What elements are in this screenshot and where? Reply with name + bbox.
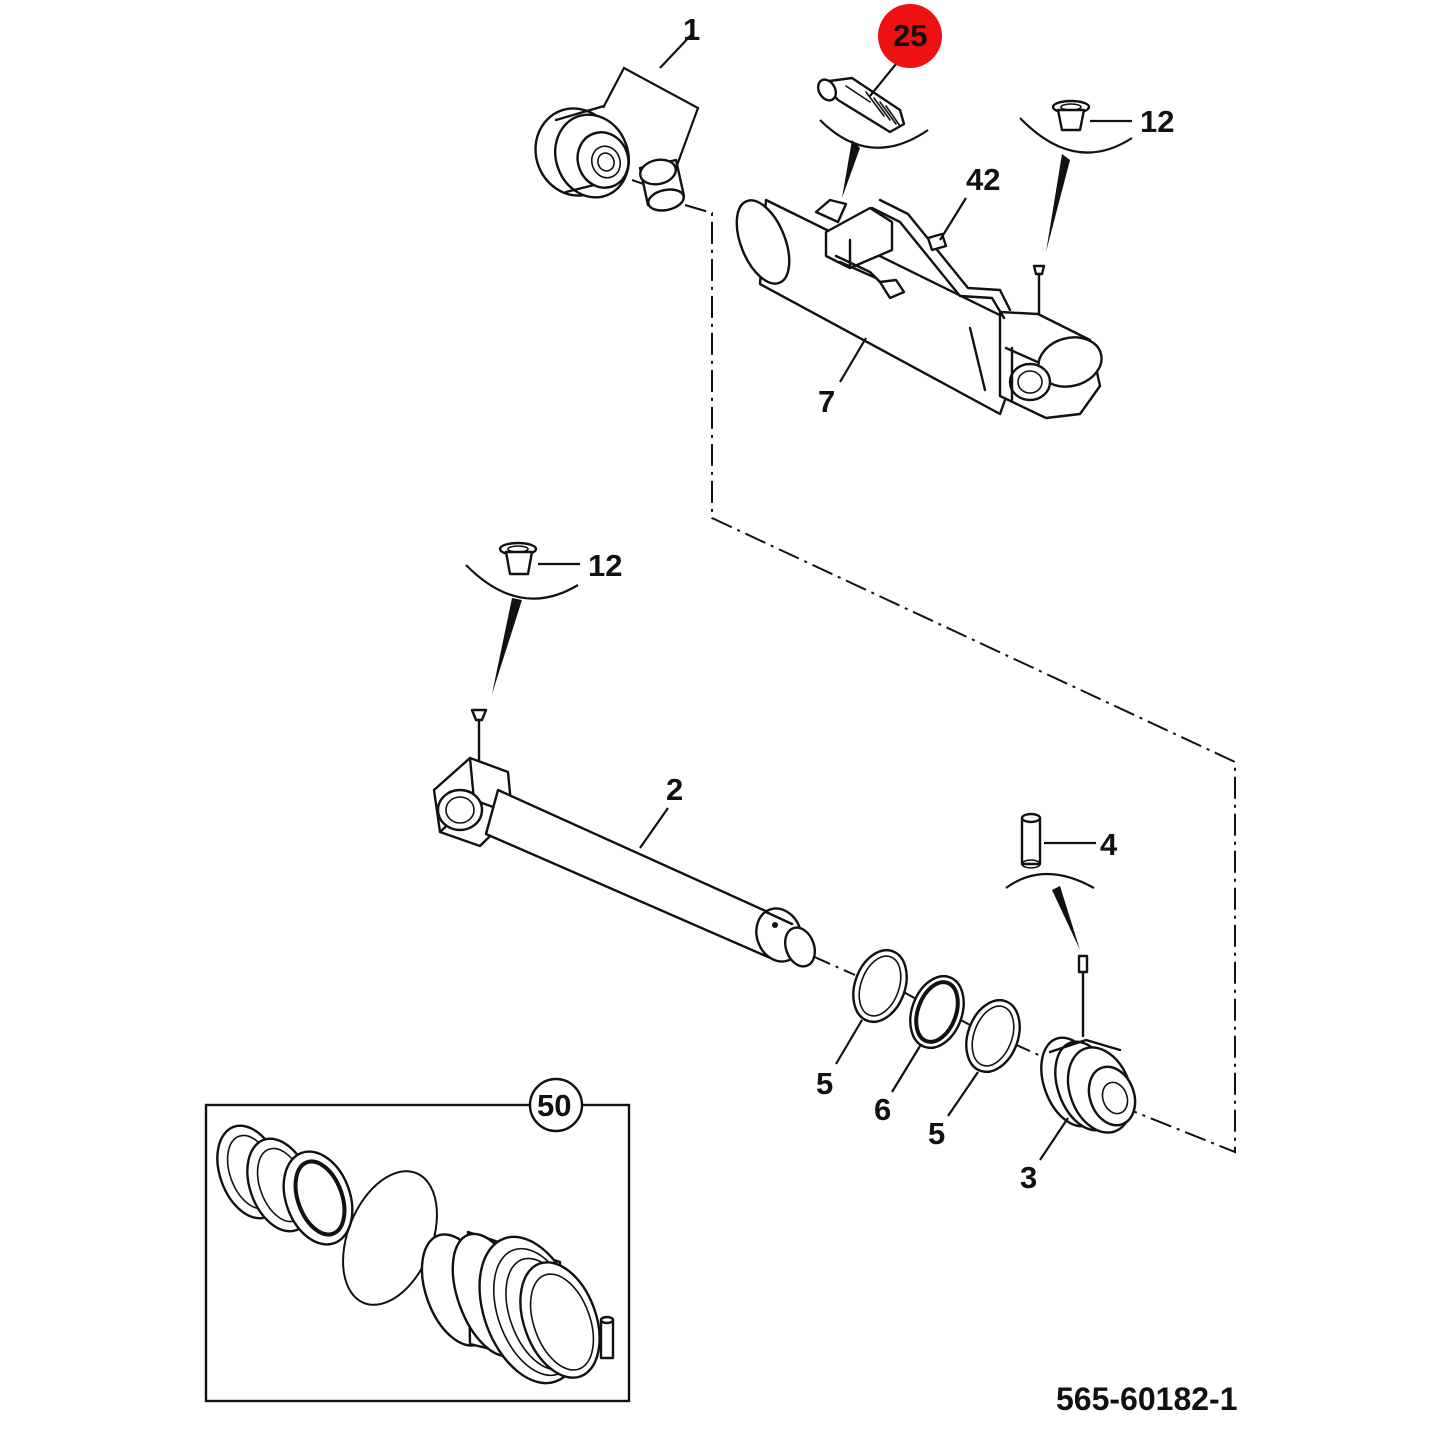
part-5-seal-ring-first	[852, 948, 908, 1024]
callout-2: 2	[639, 772, 683, 849]
callout-5-second: 5	[928, 1071, 979, 1151]
label-part-12-top: 12	[1140, 104, 1174, 139]
part-2-piston-rod	[432, 756, 817, 968]
part-3-piston	[1040, 1036, 1137, 1134]
part-50-seal-kit	[204, 1103, 631, 1403]
label-part-5-first: 5	[816, 1066, 833, 1101]
callout-42: 42	[939, 162, 1000, 241]
part-12-grease-fitting-top	[1051, 99, 1091, 132]
label-part-1: 1	[683, 12, 700, 47]
callout-12-top: 12	[1019, 104, 1174, 330]
callout-6: 6	[874, 1045, 921, 1127]
label-part-2: 2	[666, 772, 683, 807]
callout-3: 3	[1020, 1117, 1069, 1195]
label-part-42: 42	[966, 162, 1000, 197]
label-part-5-second: 5	[928, 1116, 945, 1151]
part-12-grease-fitting-rod	[498, 541, 538, 576]
label-part-3: 3	[1020, 1160, 1037, 1195]
part-25-valve-cartridge	[816, 76, 906, 134]
label-part-25: 25	[893, 18, 927, 53]
label-part-4: 4	[1100, 827, 1118, 862]
part-1-gland-assembly	[534, 104, 686, 212]
callout-25-zoom: 25	[819, 4, 942, 198]
callout-7: 7	[818, 337, 867, 419]
callout-4: 4	[1005, 827, 1118, 1038]
badge-50	[528, 1077, 584, 1133]
label-part-7: 7	[818, 384, 835, 419]
highlight-badge-25	[878, 4, 942, 68]
document-number: 565-60182-1	[1056, 1381, 1237, 1417]
label-part-6: 6	[874, 1092, 891, 1127]
callout-5-first: 5	[816, 1019, 863, 1101]
callout-12-rod: 12	[465, 548, 622, 777]
part-5-seal-ring-second	[965, 998, 1021, 1074]
part-6-wear-ring	[909, 974, 965, 1050]
label-part-12-rod: 12	[588, 548, 622, 583]
callout-1-bracket: 1	[602, 12, 700, 169]
part-7-cylinder-barrel	[735, 198, 1103, 420]
part-4-roll-pin	[1020, 812, 1042, 869]
callout-50: 50	[528, 1077, 584, 1133]
label-part-50: 50	[537, 1088, 571, 1123]
